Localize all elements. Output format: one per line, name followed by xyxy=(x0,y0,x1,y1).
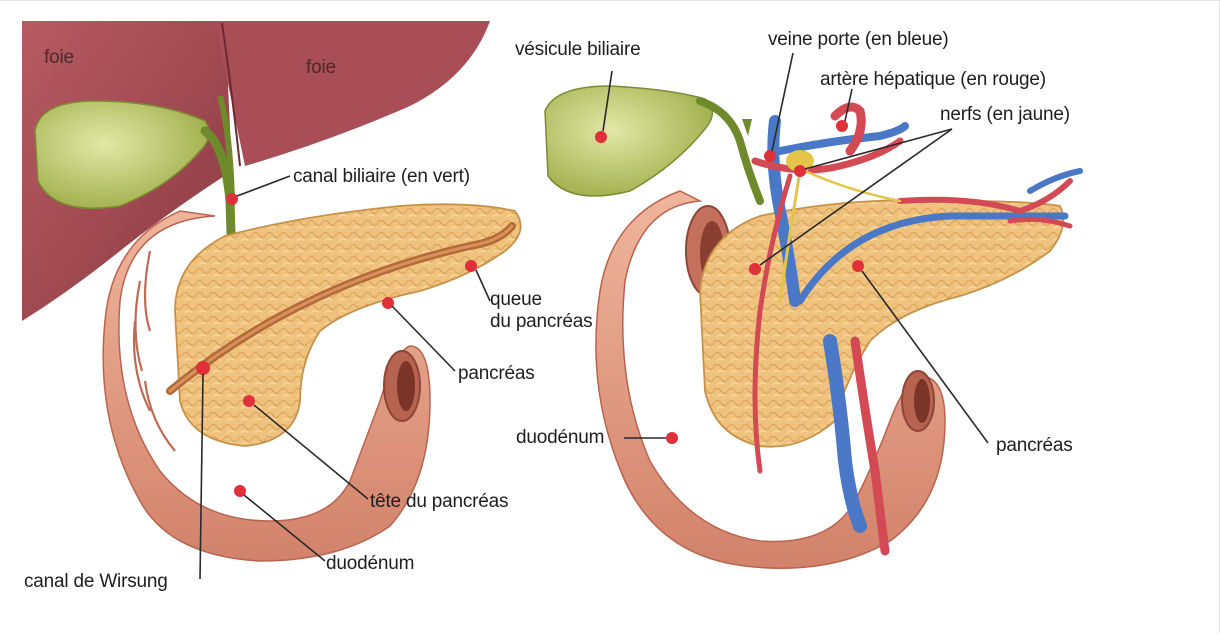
label-gallbladder: vésicule biliaire xyxy=(515,39,640,61)
label-portal-vein: veine porte (en bleue) xyxy=(768,29,948,51)
right-diagram xyxy=(545,53,1080,568)
liver-right-lobe xyxy=(215,21,490,166)
label-pancreas-tail: queue du pancréas xyxy=(490,289,592,333)
marker-nerves-lower xyxy=(749,263,761,275)
label-nerves: nerfs (en jaune) xyxy=(940,104,1070,126)
marker-portal-vein xyxy=(764,150,776,162)
marker-duodenum-right xyxy=(666,432,678,444)
label-hepatic-artery: artère hépatique (en rouge) xyxy=(820,69,1046,91)
label-bile-duct: canal biliaire (en vert) xyxy=(293,166,470,188)
gallbladder-right xyxy=(545,86,713,196)
marker-tail xyxy=(465,260,477,272)
label-pancreas-left: pancréas xyxy=(458,363,535,385)
leader-head xyxy=(254,405,368,499)
marker-head xyxy=(243,395,255,407)
marker-gallbladder xyxy=(595,131,607,143)
leader-portal-vein xyxy=(772,53,793,151)
label-pancreas-head: tête du pancréas xyxy=(370,491,508,513)
marker-bile-duct xyxy=(226,193,238,205)
leader-bile-duct xyxy=(237,176,290,196)
pancreas-left xyxy=(175,204,521,446)
marker-hepatic-artery xyxy=(836,120,848,132)
label-duodenum-left: duodénum xyxy=(326,553,414,575)
marker-pancreas-right xyxy=(852,260,864,272)
label-pancreas-right: pancréas xyxy=(996,435,1073,457)
label-duodenum-right: duodénum xyxy=(516,427,604,449)
label-liver-right: foie xyxy=(306,57,336,79)
label-liver-left: foie xyxy=(44,47,74,69)
label-wirsung: canal de Wirsung xyxy=(24,571,168,593)
marker-wirsung xyxy=(196,361,210,375)
marker-nerves-upper xyxy=(794,165,806,177)
leader-tail xyxy=(476,270,490,301)
